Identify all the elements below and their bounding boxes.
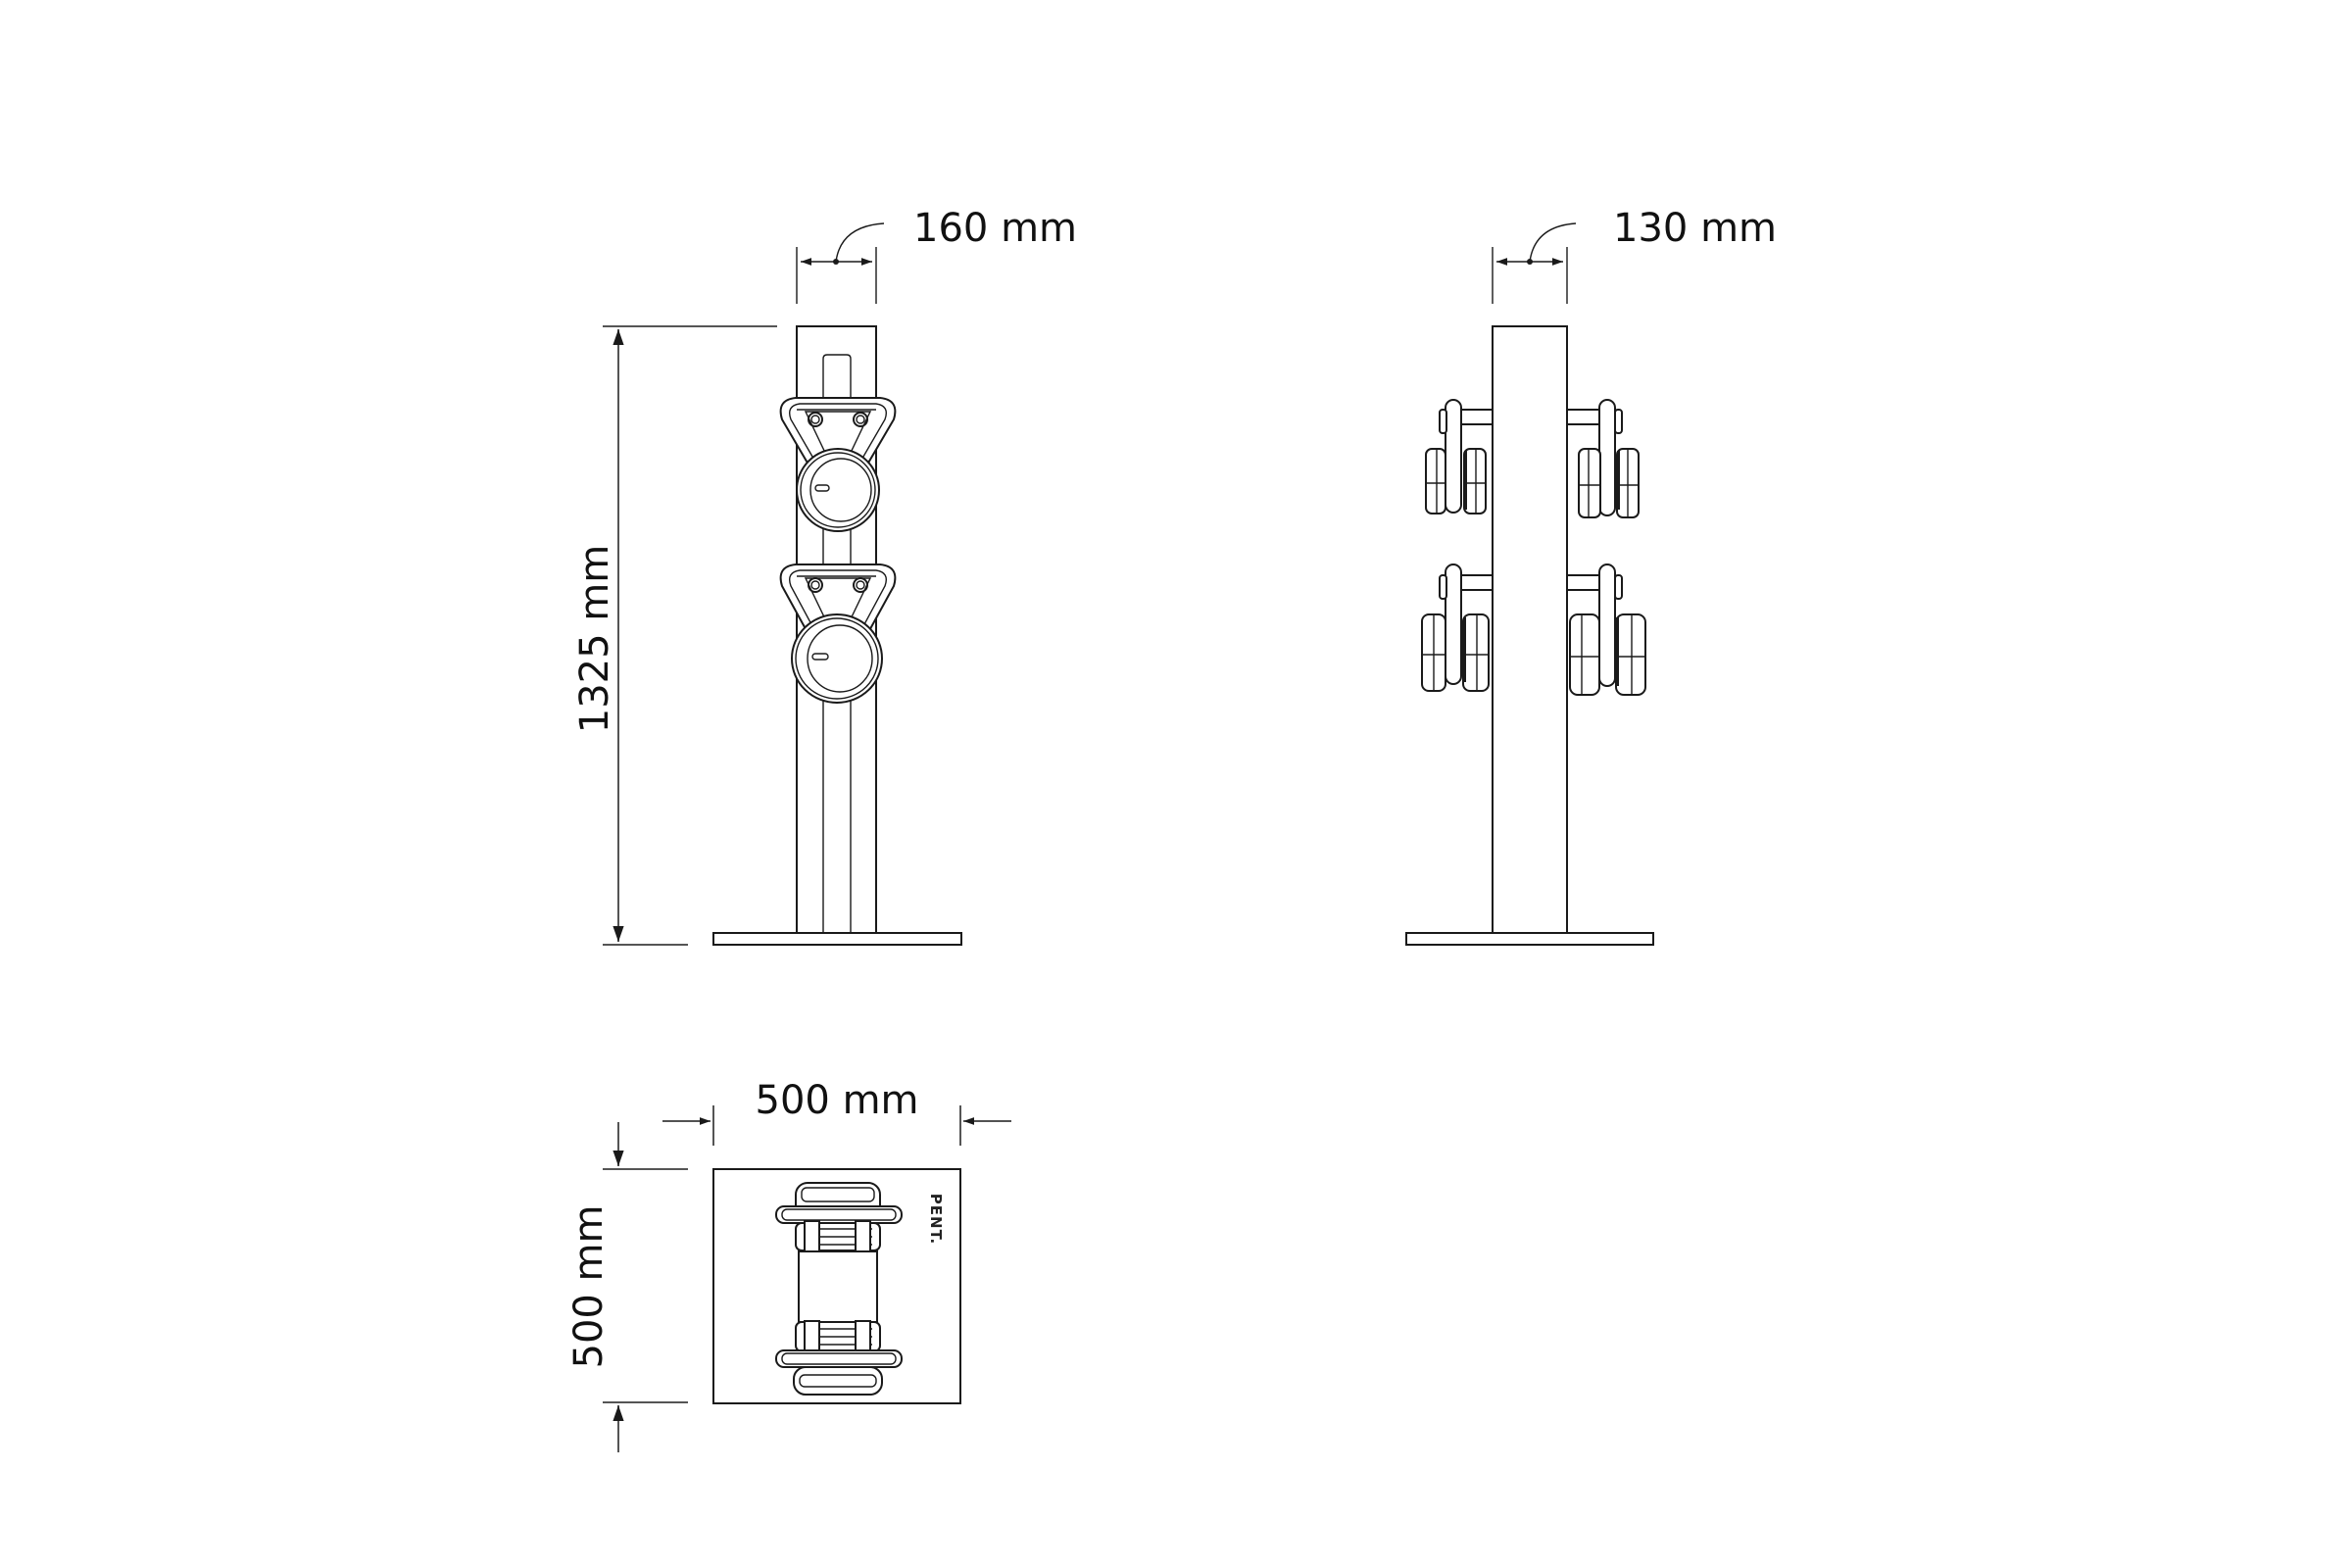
front-kettlebell-lower [779, 564, 897, 704]
top-width-dimension: 500 mm [662, 1078, 1011, 1146]
top-post-section [798, 1250, 878, 1323]
weight-badge-icon [811, 653, 829, 661]
front-kettlebell-upper [779, 397, 897, 532]
weight-badge-icon [814, 484, 830, 492]
front-height-label: 1325 mm [572, 545, 617, 733]
brand-logo: PENT. [927, 1194, 945, 1245]
side-width-dimension: 130 mm [1492, 206, 1777, 304]
side-kettlebell-lower-left [1421, 564, 1494, 692]
top-depth-dimension: 500 mm [566, 1122, 688, 1452]
side-kettlebell-upper-right [1566, 399, 1640, 518]
front-post [712, 325, 962, 946]
top-kettlebell-upper [775, 1182, 903, 1253]
top-kettlebell-lower [775, 1320, 903, 1396]
side-post [1405, 325, 1654, 946]
side-kettlebell-upper-left [1425, 399, 1494, 514]
front-height-dimension: 1325 mm [572, 325, 777, 946]
front-width-dimension: 160 mm [796, 206, 1077, 304]
side-view: 130 mm [1405, 206, 1777, 946]
front-width-label: 160 mm [913, 206, 1077, 251]
front-view: 160 mm 1325 mm [572, 206, 1077, 946]
side-width-label: 130 mm [1613, 206, 1777, 251]
top-depth-label: 500 mm [566, 1205, 612, 1369]
side-kettlebell-lower-right [1566, 564, 1646, 696]
top-view: 500 mm 500 mm [566, 1078, 1011, 1452]
top-width-label: 500 mm [756, 1078, 919, 1123]
top-base-plate [712, 1168, 961, 1404]
